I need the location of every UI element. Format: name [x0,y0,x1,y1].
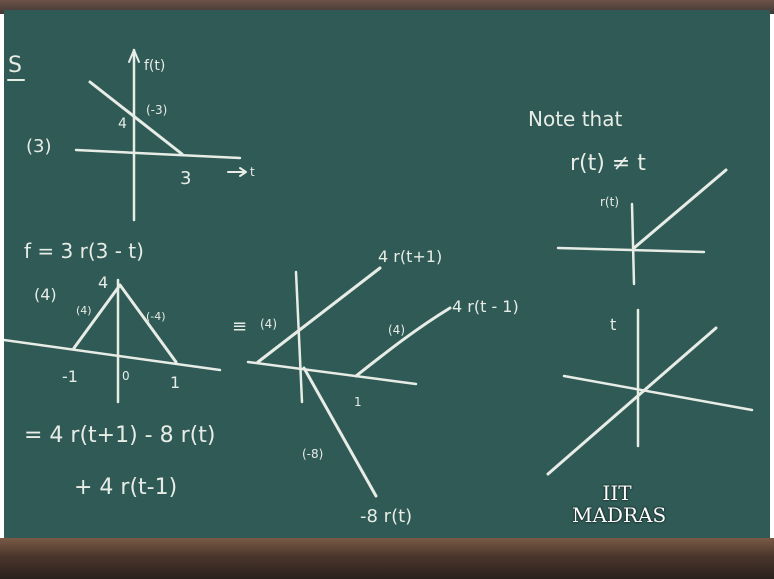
fig3-ramp [88,80,184,156]
figure-3: (3) f(t) 4 (-3) 3 t [26,48,255,222]
decomp-tick: 1 [354,395,362,409]
note-line-2: r(t) ≠ t [570,151,646,176]
note-line-1: Note that [528,107,622,131]
decomposition-graph: ≡ (4) 4 r(t+1) (4) 4 r(t - 1) (-8) -8 r(… [232,247,519,527]
fig4-item: (4) [34,285,57,304]
fig3-x-axis [74,148,242,160]
fig4-left-slope: (4) [76,304,92,317]
note-ramp-label: r(t) [600,195,619,209]
decomp-label-down: -8 r(t) [360,506,412,527]
sum-line-1: = 4 r(t+1) - 8 r(t) [24,423,215,448]
fig4-triangle [72,283,178,364]
fig3-arrow-icon [128,49,140,63]
decomp-label-right: 4 r(t - 1) [452,297,519,316]
decomp-slope-right: (4) [388,323,405,337]
note-id-x-axis [562,374,754,412]
decomp-ramp-up [256,266,382,364]
note-graph-identity: t [546,308,754,476]
note-ramp-y-axis [630,202,636,286]
fig4-x-axis [4,338,222,372]
fig4-tick-right: 1 [170,373,180,392]
figure-4: (4) 4 (4) (-4) -1 0 1 [4,273,222,404]
fig3-formula: f = 3 r(3 - t) [24,239,144,263]
fig4-right-slope: (-4) [146,310,166,323]
iit-madras-watermark: IIT MADRAS [572,481,667,527]
note-ramp-x-axis [556,246,706,254]
fig3-t-label: t [250,165,255,179]
note-id-label: t [610,315,616,334]
decomp-slope-up: (4) [260,317,277,331]
decomp-slope-down: (-8) [302,447,323,461]
board-ledge [0,538,774,579]
fig3-y-value: 4 [118,116,127,132]
decomp-ramp-down [302,366,378,498]
decomp-y-axis [294,270,304,404]
fig4-tick-mid: 0 [122,369,130,383]
fig3-axis-label: f(t) [144,58,165,74]
fig3-x-value: 3 [180,168,191,189]
corner-mark: S [8,53,22,78]
chalkboard: S (3) f(t) 4 (-3) 3 t f = 3 r(3 - t) [4,10,770,538]
fig3-t-arrow-icon [227,167,247,177]
note-ramp-line [632,168,728,250]
fig4-peak: 4 [98,273,108,292]
watermark-line-1: IIT [602,481,632,505]
note-graph-ramp: r(t) [556,168,728,286]
decomp-ramp-right [354,306,452,378]
note-id-line [546,326,718,476]
decomp-label-up: 4 r(t+1) [378,247,442,266]
fig3-slope: (-3) [146,103,167,117]
decomp-equiv: ≡ [232,316,247,337]
fig4-tick-left: -1 [62,367,78,386]
watermark-line-2: MADRAS [572,503,667,527]
sum-line-2: + 4 r(t-1) [74,475,177,500]
decomp-x-axis [246,360,418,386]
chalk-drawings: S (3) f(t) 4 (-3) 3 t f = 3 r(3 - t) [4,48,754,527]
fig3-item: (3) [26,136,52,157]
